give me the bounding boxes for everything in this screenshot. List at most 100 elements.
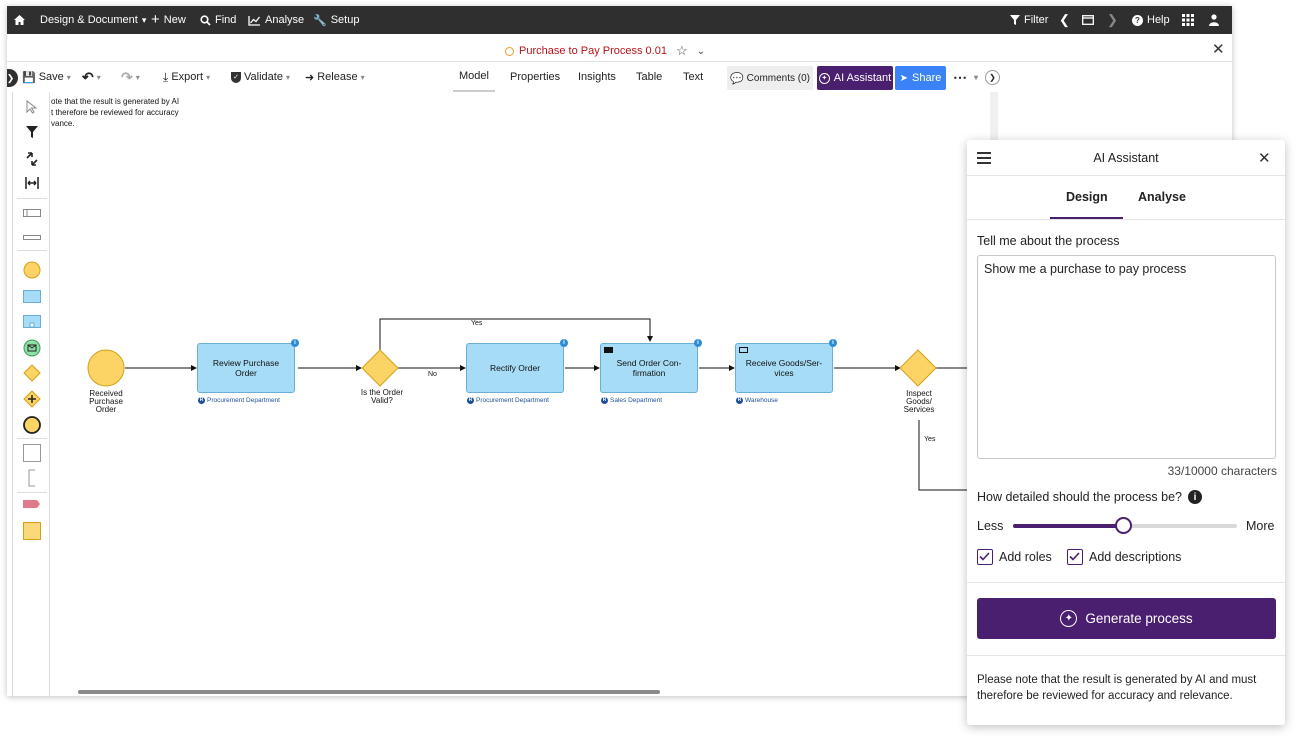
info-icon[interactable]: i [560, 339, 568, 347]
validate-button[interactable]: ✓ Validate ▾ [231, 62, 290, 92]
task-label: Review Purchase Order [212, 358, 280, 378]
process-prompt-textarea[interactable]: Show me a purchase to pay process [977, 255, 1276, 459]
tab-properties[interactable]: Properties [510, 62, 560, 92]
info-icon[interactable]: i [829, 339, 837, 347]
task-send-order-confirmation[interactable]: Send Order Con-firmation [600, 343, 698, 393]
role-label: Sales Department [610, 397, 663, 404]
redo-button[interactable]: ↷ ▾ [121, 62, 140, 92]
comments-button[interactable]: 💬 Comments (0) [727, 66, 813, 90]
task-shape-icon[interactable] [13, 290, 51, 303]
task-receive-goods-services[interactable]: Receive Goods/Ser-vices [735, 343, 833, 393]
tab-label: Properties [510, 71, 561, 83]
save-icon: 💾 [22, 71, 36, 84]
add-descriptions-checkbox[interactable] [1067, 549, 1083, 565]
add-roles-checkbox[interactable] [977, 549, 993, 565]
task-review-purchase-order[interactable]: Review Purchase Order [197, 343, 295, 393]
tab-insights[interactable]: Insights [578, 62, 616, 92]
ai-assistant-button[interactable]: ✦ AI Assistant [817, 66, 893, 90]
horizontal-scrollbar[interactable] [78, 690, 660, 694]
role-icon: R [198, 397, 205, 404]
filter-button[interactable]: Filter [1010, 6, 1048, 34]
tab-table[interactable]: Table [636, 62, 662, 92]
pointer-tool-icon[interactable] [13, 100, 51, 114]
process-edges [87, 318, 991, 491]
distribute-tool-icon[interactable] [13, 177, 51, 189]
ai-note-annotation: ote that the result is generated by AI t… [51, 96, 191, 129]
message-event-icon[interactable] [13, 339, 51, 357]
gateway-shape-icon[interactable] [13, 364, 51, 382]
comments-label: Comments (0) [746, 72, 811, 84]
collapse-panel-icon[interactable]: ❯ [7, 69, 18, 87]
prompt-text: Show me a purchase to pay process [984, 262, 1187, 276]
tab-model[interactable]: Model [453, 62, 495, 92]
annotation-shape-icon[interactable] [13, 469, 51, 487]
chevron-down-icon: ▾ [96, 72, 101, 82]
role-icon: R [601, 397, 608, 404]
gateway-inspect [899, 349, 937, 387]
menu-analyse[interactable]: Analyse [248, 6, 304, 34]
tab-label: Table [636, 71, 663, 83]
chevron-down-icon: ▾ [135, 72, 140, 82]
end-event-icon[interactable] [13, 416, 51, 434]
start-event-icon[interactable] [13, 261, 51, 279]
tab-design[interactable]: Design [1066, 190, 1108, 204]
expand-right-icon[interactable]: ❯ [985, 70, 1000, 85]
export-button[interactable]: ⤓ Export ▾ [163, 62, 210, 92]
user-icon[interactable] [1209, 6, 1219, 34]
close-icon[interactable]: ✕ [1212, 41, 1225, 58]
task-rectify-order[interactable]: Rectify Order [466, 343, 564, 393]
tab-text[interactable]: Text [683, 62, 703, 92]
subprocess-shape-icon[interactable] [13, 315, 51, 328]
info-icon[interactable]: i [291, 339, 299, 347]
apps-grid-icon[interactable] [1182, 6, 1194, 34]
detail-slider[interactable] [1013, 517, 1237, 534]
info-icon[interactable]: i [1188, 490, 1202, 504]
generate-process-button[interactable]: ✦ Generate process [977, 598, 1276, 639]
share-button[interactable]: ➤ Share [895, 66, 946, 90]
menu-new[interactable]: + New [151, 6, 186, 34]
tab-analyse[interactable]: Analyse [1138, 190, 1186, 204]
back-arrow-icon[interactable]: ❮ [1059, 12, 1070, 27]
close-icon[interactable]: ✕ [1258, 150, 1271, 167]
star-icon[interactable]: ☆ [675, 43, 688, 58]
save-button[interactable]: 💾 Save ▾ [22, 62, 71, 92]
label-line: Order [95, 405, 117, 414]
connector-tool-icon[interactable] [13, 152, 51, 166]
menu-setup[interactable]: 🔧 Setup [313, 6, 359, 34]
process-canvas[interactable]: ote that the result is generated by AI t… [51, 92, 991, 696]
role-label: Warehouse [745, 397, 778, 404]
help-label: Help [1147, 14, 1170, 26]
note-line: vance. [51, 119, 75, 128]
home-icon[interactable] [13, 6, 26, 34]
window-icon[interactable] [1082, 6, 1094, 34]
role-label: Procurement Department [476, 397, 549, 404]
parallel-gateway-icon[interactable] [13, 390, 51, 408]
undo-button[interactable]: ↶ ▾ [82, 62, 101, 92]
info-icon[interactable]: i [694, 339, 702, 347]
forward-arrow-icon[interactable]: ❯ [1107, 12, 1118, 27]
slider-thumb[interactable] [1114, 517, 1132, 534]
task-label: Receive Goods/Ser-vices [745, 358, 823, 378]
label-line: Is the Order [360, 388, 404, 397]
tag-shape-icon[interactable] [13, 499, 51, 509]
pool-shape-icon[interactable] [13, 209, 51, 217]
menu-design-document[interactable]: Design & Document ▾ [40, 6, 146, 34]
note-line: t therefore be reviewed for accuracy [51, 108, 179, 117]
wrench-icon: 🔧 [313, 14, 327, 27]
share-label: Share [912, 72, 942, 84]
data-object-icon[interactable] [13, 522, 51, 540]
group-shape-icon[interactable] [13, 444, 51, 462]
filter-tool-icon[interactable] [13, 126, 51, 138]
hamburger-menu-icon[interactable] [977, 152, 991, 164]
validate-label: Validate [244, 71, 283, 83]
menu-find[interactable]: Find [200, 6, 236, 34]
ai-disclaimer: Please note that the result is generated… [977, 672, 1256, 704]
release-button[interactable]: ➜ Release ▾ [305, 62, 365, 92]
more-options-icon[interactable]: ⋯▾ [953, 68, 979, 85]
lane-shape-icon[interactable] [13, 235, 51, 240]
help-button[interactable]: ? Help [1132, 6, 1170, 34]
filter-label: Filter [1024, 14, 1049, 26]
detail-label: How detailed should the process be? [977, 490, 1182, 504]
chevron-down-icon[interactable]: ⌄ [696, 45, 706, 57]
